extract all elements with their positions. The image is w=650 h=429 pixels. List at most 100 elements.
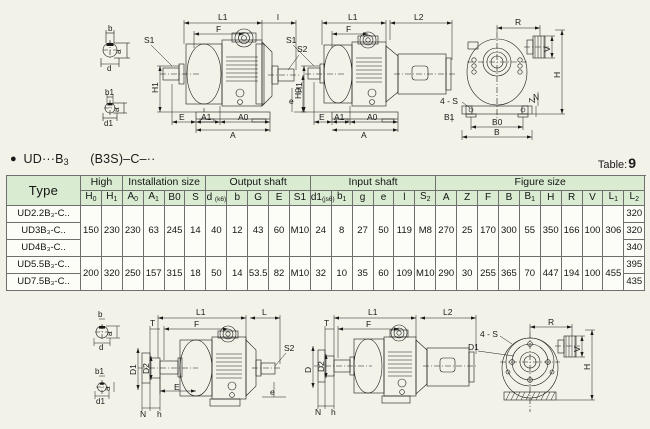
table-number-label: Table:9 bbox=[597, 155, 636, 171]
svg-text:L2: L2 bbox=[443, 307, 453, 317]
group-header-installation-size: Installation size bbox=[121, 175, 207, 191]
svg-text:l: l bbox=[277, 12, 279, 22]
type-cell: UD3B₃-C.. bbox=[6, 222, 81, 240]
svg-text:d1: d1 bbox=[96, 397, 105, 406]
col-sym-F: F bbox=[477, 190, 499, 206]
col-sym-l: l bbox=[393, 190, 416, 206]
dimensions-bottom-right: R 4 - S D1 V H bbox=[468, 317, 595, 401]
top-drawing-row: b d a bbox=[0, 0, 650, 150]
cell-A0-a: 230 bbox=[121, 205, 144, 257]
cell-R-b: 194 bbox=[560, 256, 583, 291]
series-variant: (B3S)–C–·· bbox=[90, 152, 156, 166]
col-sym-Z: Z bbox=[456, 190, 479, 206]
svg-text:D1: D1 bbox=[468, 342, 479, 352]
cell-B0-a: 245 bbox=[163, 205, 186, 257]
svg-text:L: L bbox=[262, 307, 267, 317]
svg-text:S2: S2 bbox=[297, 44, 308, 54]
shaft-key-section-output-flange: b d a bbox=[93, 310, 120, 352]
svg-text:L2: L2 bbox=[414, 12, 424, 22]
cell-V-a: 100 bbox=[581, 205, 604, 257]
cell-B1-b: 70 bbox=[518, 256, 541, 291]
svg-text:d: d bbox=[107, 64, 111, 73]
cell-V-b: 100 bbox=[581, 256, 604, 291]
svg-text:T: T bbox=[324, 318, 329, 328]
svg-text:A: A bbox=[361, 130, 367, 140]
gearbox-end-view-assembly bbox=[461, 32, 549, 120]
shaft-key-section-input: b1 d1 a bbox=[102, 88, 127, 128]
flange-gearbox-assembly bbox=[138, 325, 282, 407]
svg-text:a: a bbox=[114, 49, 123, 54]
svg-text:H0: H0 bbox=[293, 88, 303, 99]
svg-text:R: R bbox=[515, 17, 521, 27]
cell-A1-a: 63 bbox=[142, 205, 165, 257]
svg-text:V: V bbox=[572, 346, 582, 352]
dimensions-bottom-middle: L1 L2 T F D bbox=[303, 307, 477, 417]
cell-d-b: 50 bbox=[205, 256, 228, 291]
cell-E-a: 60 bbox=[268, 205, 290, 257]
col-sym-B: B bbox=[497, 190, 520, 206]
svg-text:D: D bbox=[303, 367, 313, 373]
table-row: UD5.5B₃-C.. 200 320 250 157 315 18 50 14… bbox=[6, 256, 646, 291]
cell-g-a: 27 bbox=[351, 205, 374, 257]
svg-text:h: h bbox=[331, 407, 336, 417]
svg-text:d1: d1 bbox=[104, 119, 113, 128]
cell-L2: 320 bbox=[623, 205, 646, 223]
cell-H0-b: 200 bbox=[80, 256, 102, 291]
svg-text:D2: D2 bbox=[141, 363, 151, 374]
svg-text:H1: H1 bbox=[150, 82, 160, 93]
svg-text:h: h bbox=[157, 409, 162, 419]
group-header-input-shaft: Input shaft bbox=[309, 175, 437, 191]
cell-L2: 340 bbox=[623, 239, 646, 257]
bullet-icon: ● bbox=[10, 153, 17, 165]
svg-text:H: H bbox=[552, 72, 562, 78]
cell-l-b: 109 bbox=[393, 256, 416, 291]
col-sym-d1: d1(js6) bbox=[309, 190, 335, 206]
col-sym-e: e bbox=[372, 190, 395, 206]
svg-text:R: R bbox=[548, 317, 554, 327]
col-sym-L1: L1 bbox=[602, 190, 625, 206]
svg-text:N: N bbox=[533, 92, 539, 102]
svg-text:E: E bbox=[179, 112, 185, 122]
svg-text:S1: S1 bbox=[286, 35, 297, 45]
dimensions-top-right: R V H Z bbox=[440, 17, 565, 140]
cell-e-a: 50 bbox=[372, 205, 395, 257]
cell-E-b: 82 bbox=[268, 256, 290, 291]
shaft-key-section-input-flange: b1 d1 a bbox=[94, 367, 115, 406]
col-sym-G: G bbox=[247, 190, 270, 206]
svg-text:H: H bbox=[582, 364, 592, 370]
svg-text:H1: H1 bbox=[294, 82, 304, 93]
svg-text:L1: L1 bbox=[196, 307, 206, 317]
column-header-type: Type bbox=[6, 175, 81, 206]
cell-l-a: 119 bbox=[393, 205, 416, 257]
cell-d1-b: 32 bbox=[309, 256, 332, 291]
type-cell: UD7.5B₃-C.. bbox=[6, 273, 81, 291]
col-sym-b: b bbox=[226, 190, 249, 206]
svg-text:D2: D2 bbox=[316, 361, 326, 372]
col-sym-H0: H0 bbox=[80, 190, 102, 206]
flange-end-view-assembly bbox=[500, 332, 580, 412]
cell-L1-b: 455 bbox=[602, 256, 625, 291]
svg-text:L1: L1 bbox=[368, 307, 378, 317]
svg-text:A0: A0 bbox=[367, 112, 378, 122]
cell-L2: 435 bbox=[623, 273, 646, 291]
table-row: UD4B₃-C.. 340 bbox=[6, 239, 646, 257]
geared-motor-assembly bbox=[305, 31, 456, 123]
cell-G-b: 53.5 bbox=[247, 256, 270, 291]
col-sym-b1: b1 bbox=[330, 190, 353, 206]
flange-geared-motor-assembly bbox=[314, 324, 478, 404]
series-code: UD···B3 bbox=[23, 152, 69, 167]
svg-text:L1: L1 bbox=[348, 12, 358, 22]
col-sym-R: R bbox=[560, 190, 583, 206]
cell-H-a: 350 bbox=[539, 205, 562, 257]
cell-H0-a: 150 bbox=[80, 205, 102, 257]
svg-text:E: E bbox=[174, 382, 180, 392]
table-row: UD3B₃-C.. 320 bbox=[6, 222, 646, 240]
svg-text:B: B bbox=[494, 127, 500, 137]
col-sym-A0: A0 bbox=[121, 190, 144, 206]
dimensions-top-left: L1 l F S1 S2 bbox=[144, 12, 308, 140]
svg-text:F: F bbox=[194, 319, 199, 329]
dimensions-bottom-left: L1 L T F bbox=[128, 307, 295, 419]
col-sym-L2: L2 bbox=[623, 190, 646, 206]
cell-H-b: 447 bbox=[539, 256, 562, 291]
svg-text:d: d bbox=[99, 343, 103, 352]
